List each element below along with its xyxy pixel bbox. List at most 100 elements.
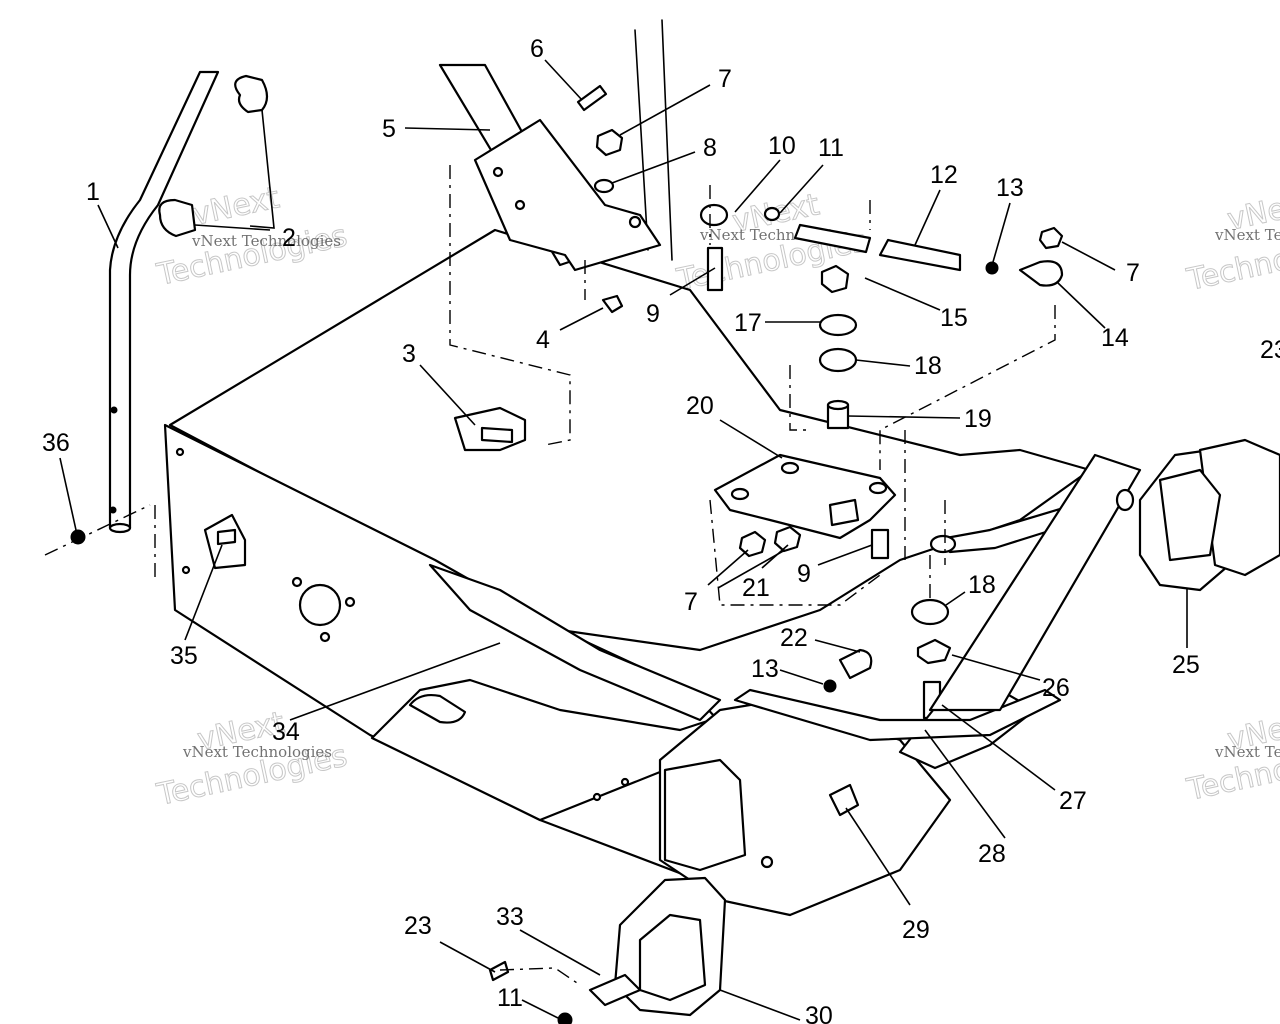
leader-lines [59, 59, 1188, 1021]
frame-bolt-hole [181, 565, 191, 575]
idler-hole [868, 481, 888, 495]
watermark-small: vNext Technologies [1214, 226, 1280, 244]
callout-15: 15 [940, 304, 968, 332]
leader-line [719, 989, 801, 1021]
steering-shaft-edge [661, 19, 673, 261]
alignment-lines [44, 165, 1056, 986]
callout-14: 14 [1101, 324, 1129, 352]
leader-line [59, 457, 77, 531]
rod-end [1018, 260, 1064, 287]
frame-bolt-hole [620, 777, 630, 787]
callout-labels: 1 2 3 4 5 6 7 7 7 8 9 9 10 11 11 12 13 1… [42, 35, 1280, 1024]
alignment-line [449, 165, 571, 446]
watermark-small: vNext Technologies [1214, 743, 1280, 761]
right-rod-end [929, 534, 957, 554]
callout-21: 21 [742, 574, 770, 602]
callout-17: 17 [734, 309, 762, 337]
tie-rod-tube [793, 223, 872, 254]
frame-bolt-hole [344, 596, 356, 608]
washer [916, 638, 952, 665]
leader-line [845, 807, 911, 906]
callout-22: 22 [780, 624, 808, 652]
callout-20: 20 [686, 392, 714, 420]
frame-center-channel [428, 563, 722, 722]
callout-7: 7 [718, 65, 732, 93]
callout-19: 19 [964, 405, 992, 433]
steering-shaft-edge [634, 29, 649, 251]
leader-line [194, 224, 271, 231]
idler-bushing [828, 498, 860, 527]
callout-30: 30 [805, 1002, 833, 1024]
leader-line [847, 415, 961, 419]
frame-bolt-hole [291, 576, 303, 588]
bolt [706, 246, 724, 292]
washer [593, 178, 615, 194]
frame-round-hole [298, 583, 342, 627]
leader-line [439, 941, 496, 973]
right-strut [928, 453, 1142, 712]
frame-bolt-hole [592, 792, 602, 802]
leader-line [717, 549, 786, 589]
callout-10: 10 [768, 132, 796, 160]
nut [595, 128, 624, 157]
callout-28: 28 [978, 840, 1006, 868]
callout-36: 36 [42, 429, 70, 457]
callout-23: 23 [1260, 336, 1280, 364]
leader-line [734, 159, 781, 213]
callout-35: 35 [170, 642, 198, 670]
callout-25: 25 [1172, 651, 1200, 679]
callout-3: 3 [402, 340, 416, 368]
nut [823, 679, 837, 693]
leader-line [184, 544, 223, 641]
clamp-upper [234, 74, 269, 114]
frame-bolt-hole [760, 855, 774, 869]
steering-column-tube [108, 70, 220, 530]
leader-line [619, 84, 711, 136]
column-hole [109, 506, 117, 514]
idler-bolt [870, 528, 890, 560]
leader-line [611, 151, 696, 184]
left-spindle-axle [588, 973, 642, 1007]
bolt [828, 783, 860, 817]
spacer-top [826, 399, 850, 411]
leader-line [559, 307, 604, 331]
leader-line [669, 267, 716, 296]
callout-18: 18 [968, 571, 996, 599]
alignment-line [789, 365, 810, 431]
clamp-parts [158, 74, 269, 238]
callout-4: 4 [536, 326, 550, 354]
arm-hole [514, 199, 526, 211]
callout-13: 13 [996, 174, 1024, 202]
leader-line [945, 591, 966, 606]
callout-29: 29 [902, 916, 930, 944]
leader-line [404, 127, 491, 131]
leader-line [544, 59, 583, 101]
frame-bolt-hole [175, 447, 185, 457]
leader-line [1061, 241, 1116, 271]
callout-34: 34 [272, 718, 300, 746]
mount-bolt [216, 528, 237, 546]
leader-line [951, 654, 1041, 681]
callout-23: 23 [404, 912, 432, 940]
arm-hole [628, 215, 642, 229]
idler-hole [780, 461, 800, 475]
nut [820, 264, 850, 294]
bushing [910, 598, 950, 626]
clamp-lower [158, 198, 197, 238]
strut-hole [1115, 488, 1135, 512]
leader-line [249, 109, 275, 229]
leader-line [941, 704, 1056, 791]
leader-line [924, 729, 1006, 839]
nut [738, 530, 767, 558]
leader-line [707, 549, 749, 586]
callout-12: 12 [930, 161, 958, 189]
leader-line [289, 642, 501, 721]
spindles [488, 438, 1280, 1024]
callout-8: 8 [703, 134, 717, 162]
nut [1038, 226, 1064, 250]
alignment-line [499, 967, 581, 986]
arm-hole [492, 166, 504, 178]
leader-line [521, 999, 559, 1019]
bushing [818, 313, 858, 337]
callout-26: 26 [1042, 674, 1070, 702]
